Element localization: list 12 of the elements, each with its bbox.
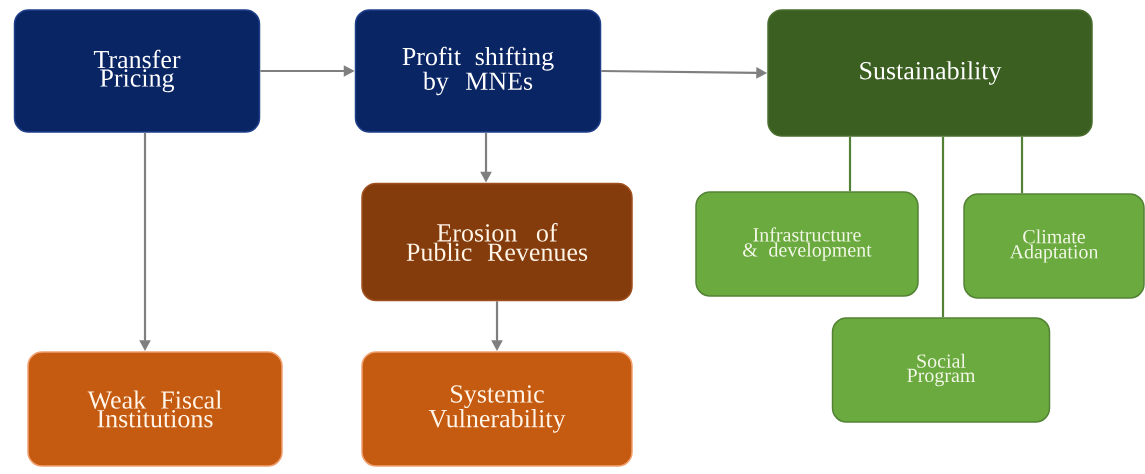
impact-box: Erosion of Public Revenues bbox=[361, 182, 633, 302]
program-box: Climate Adaptation bbox=[963, 193, 1145, 299]
connector-line bbox=[941, 136, 945, 318]
connector-line bbox=[848, 136, 852, 192]
outcome-box: Systemic Vulnerability bbox=[361, 351, 633, 467]
process-box: Transfer Pricing bbox=[13, 9, 261, 133]
program-box: Infrastructure & development bbox=[695, 191, 919, 297]
program-box: Social Program bbox=[831, 317, 1051, 423]
process-box: Profit shifting by MNEs bbox=[354, 9, 602, 133]
category-box: Sustainability bbox=[767, 9, 1093, 137]
outcome-box: Weak Fiscal Institutions bbox=[27, 351, 283, 467]
connector-line bbox=[1020, 136, 1024, 194]
